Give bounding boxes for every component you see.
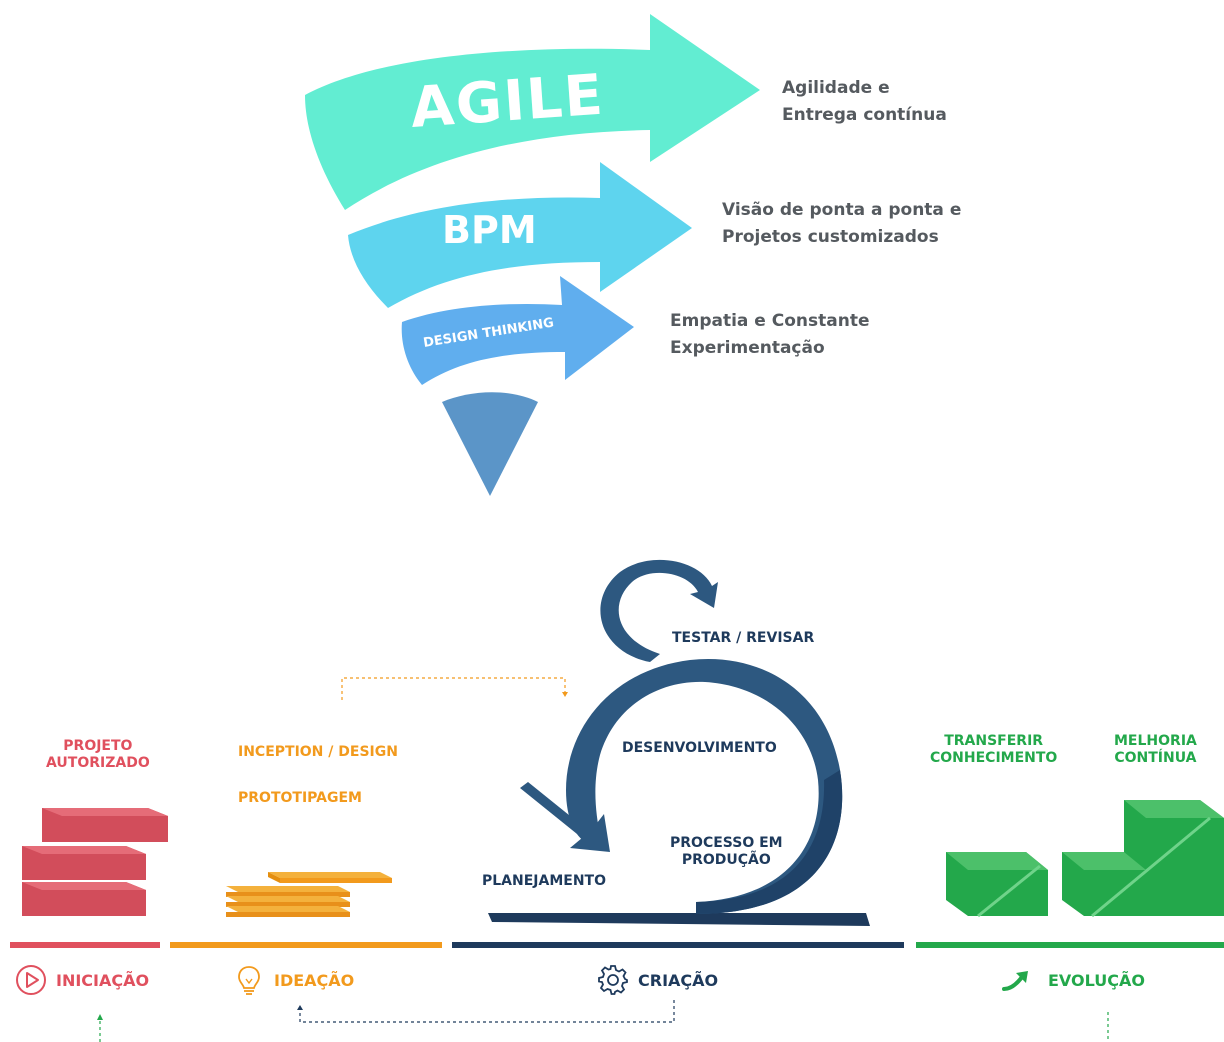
- testar-revisar-label: TESTAR / REVISAR: [672, 630, 815, 646]
- agile-description: Agilidade e Entrega contínua: [782, 78, 947, 125]
- agile-ribbon: [305, 14, 760, 210]
- process-illustration: [22, 559, 1224, 1042]
- gear-icon: [598, 965, 628, 995]
- phase-criacao: CRIAÇÃO: [596, 960, 718, 1000]
- projeto-autorizado-label: PROJETO AUTORIZADO: [46, 738, 150, 771]
- phase-ideacao: IDEAÇÃO: [232, 960, 354, 1000]
- red-blocks-illustration: [22, 808, 168, 916]
- evolucao-bar: [916, 942, 1224, 948]
- arrow-up-right-icon: [1002, 971, 1028, 991]
- lightbulb-icon: [238, 966, 260, 995]
- evolution-to-initiation-connector: [99, 1012, 1109, 1042]
- green-blocks-illustration: [946, 800, 1224, 918]
- iniciacao-bar: [10, 942, 160, 948]
- orange-plates-illustration: [226, 872, 392, 917]
- ideacao-bar: [170, 942, 442, 948]
- agile-title: AGILE: [408, 63, 606, 141]
- ideation-feedback-connector: [341, 677, 566, 700]
- creation-cycle-spiral: [488, 559, 870, 926]
- phase-evolucao: EVOLUÇÃO: [1000, 960, 1145, 1000]
- planejamento-label: PLANEJAMENTO: [482, 873, 607, 889]
- melhoria-continua-label: MELHORIA CONTÍNUA: [1114, 733, 1197, 766]
- inception-design-label: INCEPTION / DESIGN: [238, 744, 398, 760]
- bpm-ribbon: [348, 162, 692, 308]
- methodology-funnel: AGILE BPM DESIGN THINKING: [305, 14, 760, 496]
- desenvolvimento-label: DESENVOLVIMENTO: [622, 740, 777, 756]
- criacao-bar: [452, 942, 904, 948]
- processo-producao-label: PROCESSO EM PRODUÇÃO: [670, 835, 783, 868]
- design-thinking-ribbon: [401, 276, 634, 385]
- phase-iniciacao: INICIAÇÃO: [14, 960, 149, 1000]
- prototipagem-label: PROTOTIPAGEM: [238, 790, 362, 806]
- creation-to-ideation-connector: [299, 1000, 675, 1023]
- transferir-conhecimento-label: TRANSFERIR CONHECIMENTO: [930, 733, 1058, 766]
- bpm-title: BPM: [442, 208, 537, 252]
- play-circle-icon: [16, 965, 46, 995]
- design-thinking-description: Empatia e Constante Experimentação: [670, 311, 870, 358]
- bpm-description: Visão de ponta a ponta e Projetos custom…: [722, 200, 962, 247]
- funnel-tip: [442, 392, 538, 496]
